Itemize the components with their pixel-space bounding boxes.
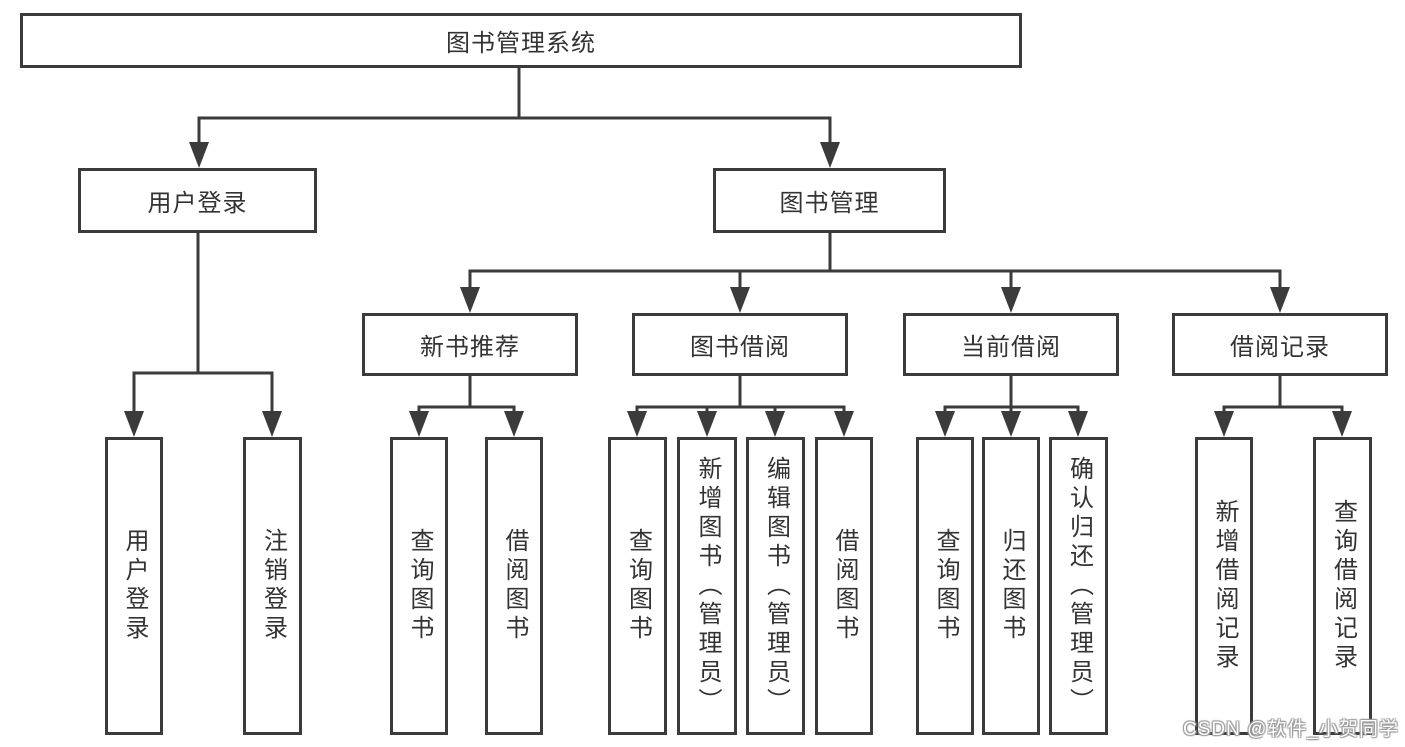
node-label: 图书管理系统 bbox=[446, 30, 596, 57]
node-label: 图书借阅 bbox=[690, 334, 790, 361]
node-label: 注销登录 bbox=[259, 528, 287, 644]
node-leaf-query-book-recommend: 查询图书 bbox=[390, 437, 448, 735]
node-leaf-user-login: 用户登录 bbox=[105, 437, 163, 735]
node-user-login-module: 用户登录 bbox=[78, 168, 317, 233]
node-label: 新书推荐 bbox=[420, 334, 520, 361]
node-book-borrowing: 图书借阅 bbox=[632, 313, 848, 376]
node-label: 查询图书 bbox=[624, 528, 652, 644]
csdn-watermark: CSDN @软件_小贺同学 bbox=[1183, 719, 1399, 740]
node-label: 图书管理 bbox=[779, 190, 880, 217]
node-leaf-add-borrow-record: 新增借阅记录 bbox=[1195, 437, 1253, 735]
node-label: 新增图书（管理员） bbox=[694, 455, 721, 717]
node-label: 归还图书 bbox=[998, 528, 1025, 644]
node-library-system: 图书管理系统 bbox=[20, 13, 1022, 68]
node-book-management-module: 图书管理 bbox=[713, 168, 946, 233]
node-new-book-recommend: 新书推荐 bbox=[362, 313, 578, 376]
node-label: 查询图书 bbox=[932, 528, 959, 644]
arrowheads bbox=[124, 142, 1352, 437]
node-leaf-edit-book-admin: 编辑图书（管理员） bbox=[746, 437, 805, 735]
node-borrowing-records: 借阅记录 bbox=[1172, 313, 1388, 376]
node-label: 借阅记录 bbox=[1230, 334, 1330, 361]
node-label: 查询借阅记录 bbox=[1329, 499, 1357, 673]
node-leaf-logout: 注销登录 bbox=[243, 437, 302, 735]
node-leaf-return-book: 归还图书 bbox=[982, 437, 1040, 735]
node-current-borrowing: 当前借阅 bbox=[903, 313, 1119, 376]
node-leaf-query-book-current: 查询图书 bbox=[916, 437, 974, 735]
node-label: 确认归还（管理员） bbox=[1065, 455, 1093, 717]
node-leaf-add-book-admin: 新增图书（管理员） bbox=[677, 437, 737, 735]
node-label: 用户登录 bbox=[147, 190, 248, 217]
node-label: 编辑图书（管理员） bbox=[762, 455, 790, 717]
node-label: 借阅图书 bbox=[501, 528, 528, 644]
node-label: 查询图书 bbox=[406, 528, 433, 644]
node-leaf-query-book-borrowing: 查询图书 bbox=[608, 437, 667, 735]
node-leaf-borrow-book: 借阅图书 bbox=[815, 437, 873, 735]
node-label: 新增借阅记录 bbox=[1211, 499, 1238, 673]
node-leaf-borrow-book-recommend: 借阅图书 bbox=[485, 437, 543, 735]
node-label: 借阅图书 bbox=[831, 528, 858, 644]
node-leaf-confirm-return-admin: 确认归还（管理员） bbox=[1049, 437, 1108, 735]
node-label: 当前借阅 bbox=[961, 334, 1061, 361]
node-label: 用户登录 bbox=[121, 528, 148, 644]
node-leaf-query-borrow-record: 查询借阅记录 bbox=[1313, 437, 1372, 735]
